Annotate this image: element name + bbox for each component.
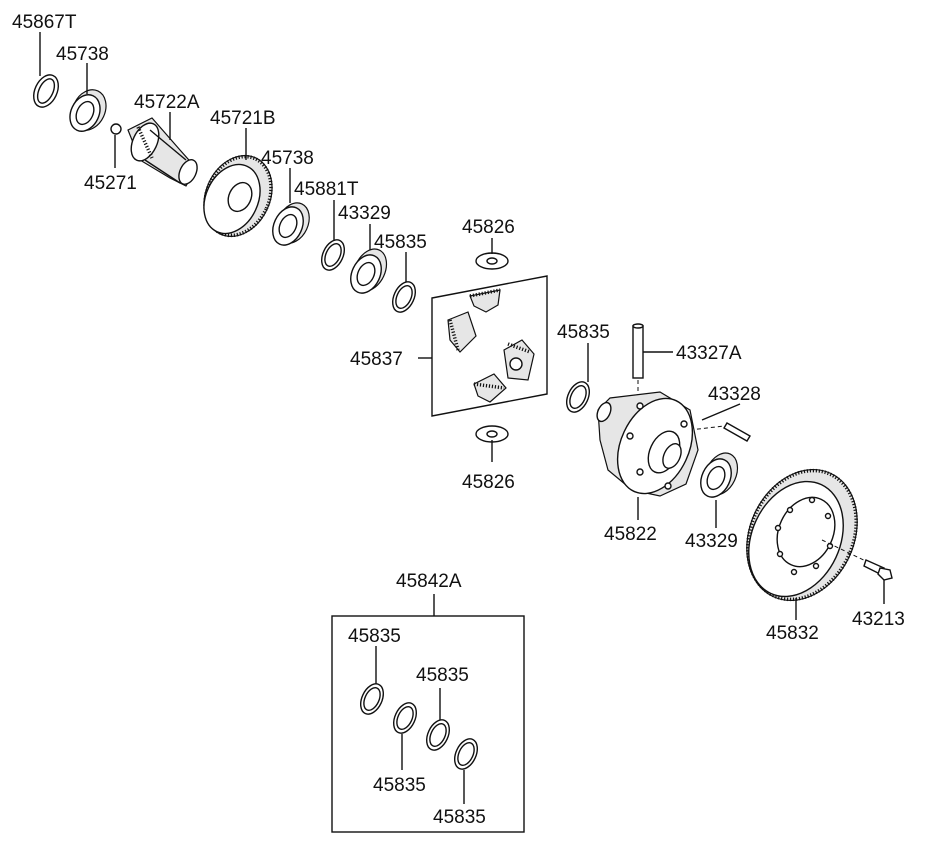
label-45837: 45837: [350, 349, 403, 370]
bearing-43329-top[interactable]: [345, 244, 393, 298]
leader-lines: [39, 32, 885, 804]
bevel-gear-bottom: [473, 373, 507, 403]
label-45826-bottom: 45826: [462, 472, 515, 493]
washer-45835-kit-4[interactable]: [450, 735, 482, 772]
washer-45835-kit-2[interactable]: [389, 699, 421, 736]
shim-45881T[interactable]: [317, 236, 349, 273]
label-45835-kit-1: 45835: [348, 626, 401, 647]
bevel-gear-left: [447, 311, 477, 353]
label-45832: 45832: [766, 623, 819, 644]
pin-43328[interactable]: [689, 422, 751, 442]
label-45822: 45822: [604, 524, 657, 545]
label-43327A: 43327A: [676, 343, 742, 364]
ball-45271[interactable]: [110, 123, 122, 135]
bearing-45738-top[interactable]: [64, 84, 112, 136]
shaft-gear-45722A[interactable]: [126, 117, 201, 187]
ring-gear-45832[interactable]: [726, 451, 878, 618]
label-43213: 43213: [852, 609, 905, 630]
bevel-gear-right: [503, 339, 535, 381]
label-45881T: 45881T: [294, 179, 359, 200]
label-45738-mid: 45738: [261, 148, 314, 169]
label-45271: 45271: [84, 173, 137, 194]
label-45867T: 45867T: [12, 12, 77, 33]
bevel-gear-top: [469, 288, 501, 313]
washer-45826-bottom[interactable]: [475, 425, 509, 443]
washer-45835-top[interactable]: [388, 278, 420, 315]
kit-box-45842A[interactable]: [331, 615, 525, 833]
label-45842A: 45842A: [396, 571, 462, 592]
label-43328: 43328: [708, 384, 761, 405]
label-43329-top: 43329: [338, 203, 391, 224]
label-45738-top: 45738: [56, 44, 109, 65]
label-43329-bottom: 43329: [685, 531, 738, 552]
pin-43327A[interactable]: [632, 323, 644, 400]
bolt-43213[interactable]: [863, 559, 893, 581]
washer-45826-top[interactable]: [475, 252, 509, 270]
gear-45721B[interactable]: [191, 144, 285, 247]
label-45721B: 45721B: [210, 108, 276, 129]
label-45835-kit-2: 45835: [373, 775, 426, 796]
bearing-43329-bottom[interactable]: [695, 448, 744, 502]
bearing-45738-mid[interactable]: [267, 198, 316, 250]
label-45835-mid: 45835: [557, 322, 610, 343]
label-45835-kit-4: 45835: [433, 807, 486, 828]
washer-45835-kit-1[interactable]: [356, 680, 388, 717]
washer-45835-mid[interactable]: [562, 378, 594, 415]
label-45722A: 45722A: [134, 92, 200, 113]
gear-set-45837[interactable]: [431, 275, 548, 417]
snap-ring-45867T[interactable]: [29, 71, 63, 111]
label-45826-top: 45826: [462, 217, 515, 238]
differential-case-45822[interactable]: [594, 386, 707, 505]
label-45835-top: 45835: [374, 232, 427, 253]
washer-45835-kit-3[interactable]: [422, 716, 454, 753]
label-45835-kit-3: 45835: [416, 665, 469, 686]
